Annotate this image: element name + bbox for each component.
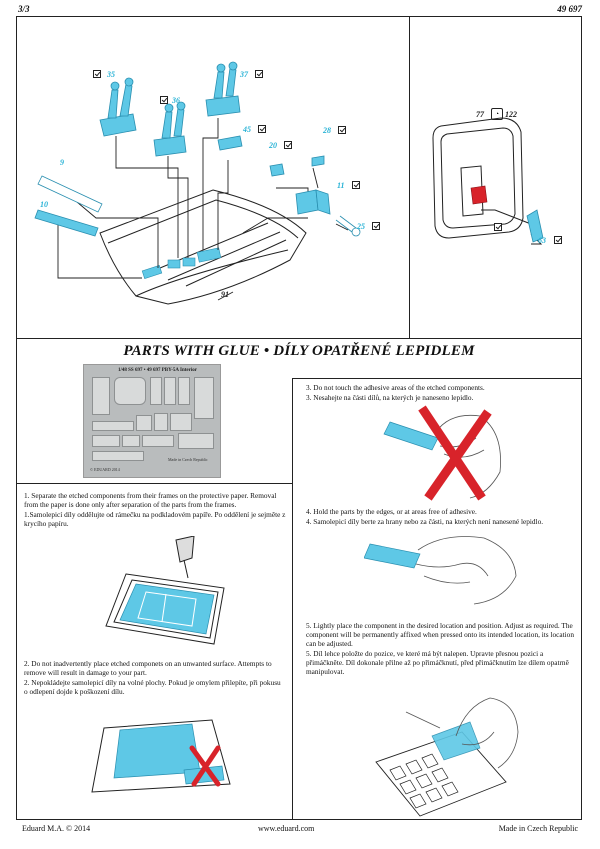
part-number-91: 91 bbox=[221, 290, 229, 299]
page-number: 3/3 bbox=[18, 4, 30, 14]
part-number-10: 10 bbox=[40, 200, 48, 209]
checkbox-icon bbox=[258, 125, 266, 133]
step-5: 5. Lightly place the component in the de… bbox=[306, 621, 576, 677]
part-number-36: 36 bbox=[172, 96, 180, 105]
checkbox-icon bbox=[494, 223, 502, 231]
step-1-illustration bbox=[105, 536, 225, 645]
part-number-28: 28 bbox=[323, 126, 331, 135]
part-number-77: 77 bbox=[476, 110, 484, 119]
fret-part bbox=[92, 435, 120, 447]
part-number-37: 37 bbox=[240, 70, 248, 79]
divider-vertical bbox=[409, 16, 410, 338]
step-2-en: 2. Do not inadvertently place etched com… bbox=[24, 659, 272, 677]
step-4-en: 4. Hold the parts by the edges, or at ar… bbox=[306, 507, 477, 516]
part-number-45: 45 bbox=[243, 125, 251, 134]
step-5-en: 5. Lightly place the component in the de… bbox=[306, 621, 574, 648]
assembly-diagram bbox=[34, 61, 361, 305]
etched-fret-sheet: 1/48 SS 697 • 49 697 PBY-5A Interior © E… bbox=[83, 364, 221, 478]
step-2: 2. Do not inadvertently place etched com… bbox=[24, 659, 286, 697]
fret-part bbox=[92, 377, 110, 415]
part-number-20: 20 bbox=[269, 141, 277, 150]
part-number-63: 63 bbox=[538, 236, 546, 245]
fret-part bbox=[142, 435, 174, 447]
page-frame bbox=[16, 16, 582, 820]
step-3-en: 3. Do not touch the adhesive areas of th… bbox=[306, 383, 485, 392]
fret-maker: © EDUARD 2014 bbox=[90, 467, 120, 472]
section-title: PARTS WITH GLUE • DÍLY OPATŘENÉ LEPIDLEM bbox=[123, 343, 475, 359]
step-5-illustration bbox=[375, 697, 519, 817]
step-1-cz: 1.Samolepicí díly oddělujte od rámečku n… bbox=[24, 510, 286, 528]
step-5-cz: 5. Díl lehce položte do pozice, ve které… bbox=[306, 649, 569, 676]
checkbox-icon bbox=[93, 70, 101, 78]
fret-part bbox=[178, 377, 190, 405]
fret-part bbox=[194, 377, 214, 419]
part-number-11: 11 bbox=[337, 181, 345, 190]
divider-steps-left bbox=[16, 483, 292, 484]
checkbox-icon bbox=[338, 126, 346, 134]
detail-diagram bbox=[432, 117, 544, 245]
part-number-35: 35 bbox=[107, 70, 115, 79]
step-4-illustration bbox=[364, 536, 517, 605]
fret-part bbox=[122, 435, 140, 447]
step-1: 1. Separate the etched components from t… bbox=[24, 491, 286, 529]
footer-website[interactable]: www.eduard.com bbox=[258, 824, 315, 833]
step-3-cz: 3. Nesahejte na části dílů, na kterých j… bbox=[306, 393, 474, 402]
fret-header: 1/48 SS 697 • 49 697 PBY-5A Interior bbox=[118, 368, 197, 373]
divider-top bbox=[16, 338, 582, 339]
divider-steps bbox=[292, 378, 293, 820]
step-2-illustration bbox=[91, 719, 231, 793]
fret-part bbox=[92, 421, 134, 431]
step-4-cz: 4. Samolepicí díly berte za hrany nebo z… bbox=[306, 517, 544, 526]
checkbox-icon bbox=[554, 236, 562, 244]
divider-steps-top bbox=[292, 378, 582, 379]
fret-part bbox=[170, 413, 192, 431]
fret-part bbox=[154, 413, 168, 431]
fret-part bbox=[164, 377, 176, 405]
footer-copyright: Eduard M.A. © 2014 bbox=[22, 824, 91, 833]
part-number-25: 25 bbox=[357, 222, 365, 231]
fret-part bbox=[92, 451, 144, 461]
checkbox-icon bbox=[160, 96, 168, 104]
fret-part bbox=[178, 433, 214, 449]
fret-part bbox=[150, 377, 162, 405]
checkbox-icon bbox=[284, 141, 292, 149]
bend-icon: ◔ bbox=[491, 108, 503, 120]
step-3-illustration bbox=[383, 405, 501, 501]
part-number-9: 9 bbox=[60, 158, 64, 167]
footer-made-in: Made in Czech Republic bbox=[498, 824, 578, 833]
checkbox-icon bbox=[372, 222, 380, 230]
step-1-en: 1. Separate the etched components from t… bbox=[24, 491, 277, 509]
fret-part bbox=[136, 415, 152, 431]
step-2-cz: 2. Nepokládejte samolepicí díly na volné… bbox=[24, 678, 281, 696]
checkbox-icon bbox=[255, 70, 263, 78]
step-3: 3. Do not touch the adhesive areas of th… bbox=[306, 383, 576, 403]
fret-made-in: Made in Czech Republic bbox=[168, 457, 208, 462]
checkbox-icon bbox=[352, 181, 360, 189]
step-4: 4. Hold the parts by the edges, or at ar… bbox=[306, 507, 576, 527]
part-number-122: 122 bbox=[505, 110, 517, 119]
fret-part bbox=[114, 377, 146, 405]
kit-code: 49 697 bbox=[557, 4, 582, 14]
